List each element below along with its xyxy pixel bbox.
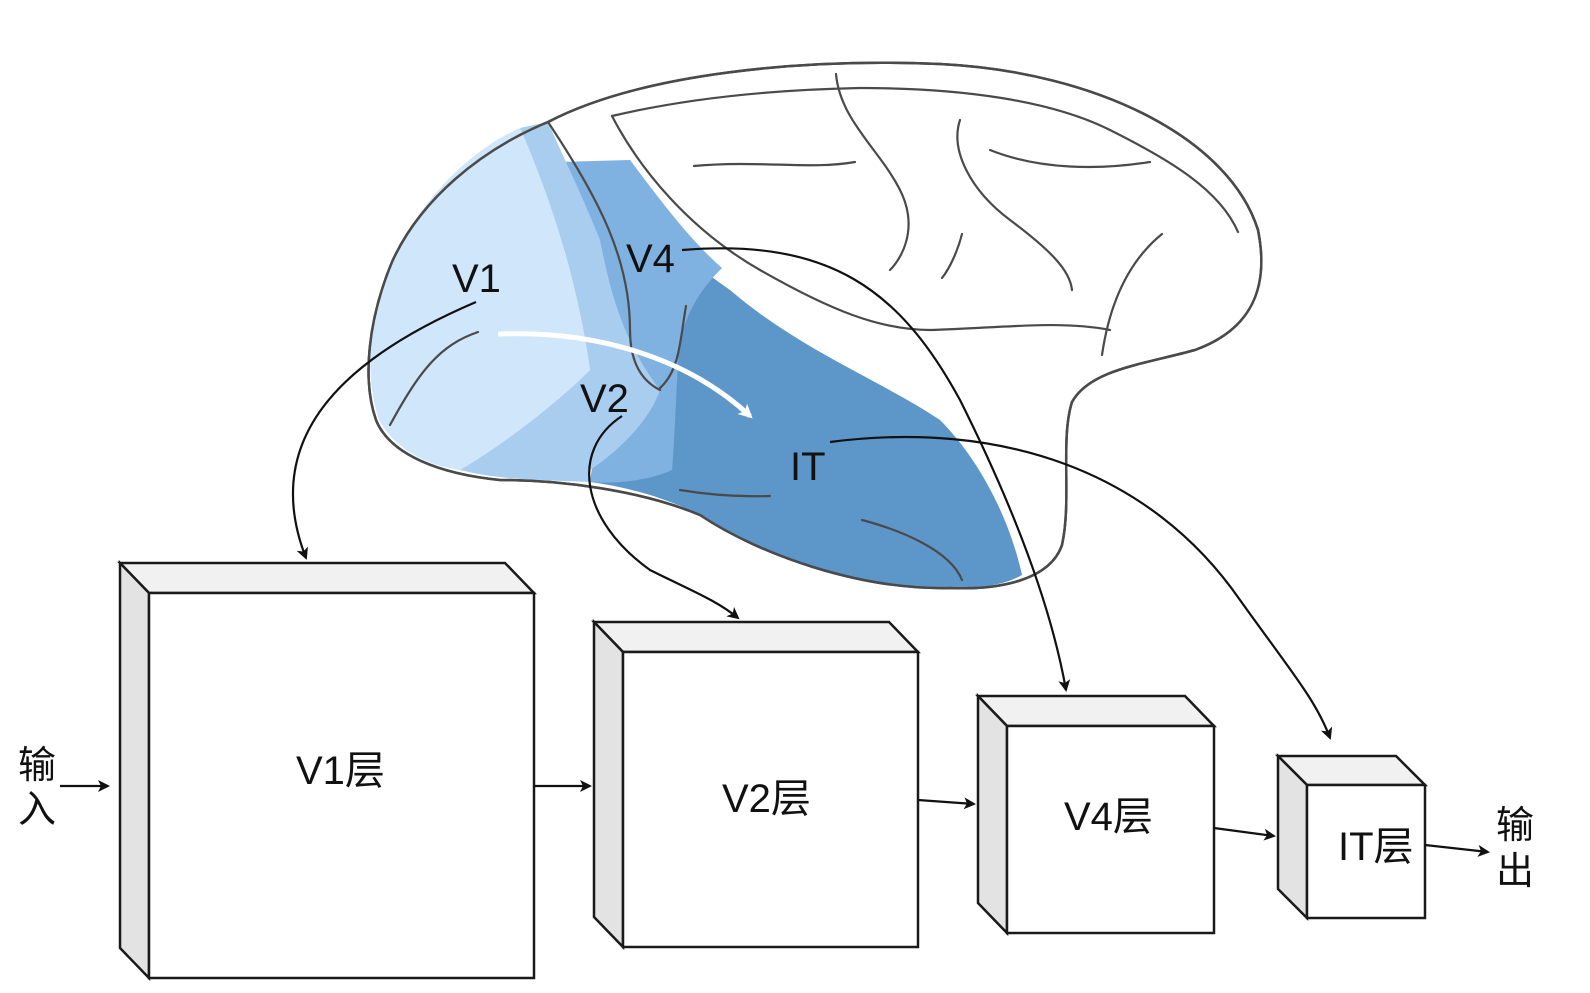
v4-it-arrow <box>1213 826 1276 841</box>
v1-layer-label: V1层 <box>296 749 385 793</box>
v4-box-side <box>976 692 1009 937</box>
v1-box-top <box>117 561 537 595</box>
v2-v4-arrow <box>917 797 976 810</box>
v1-to-layer-arrow <box>291 300 477 560</box>
brain-outline-top <box>367 61 1263 590</box>
output-arrow <box>1424 843 1490 857</box>
v2-layer-label: V2层 <box>722 777 811 821</box>
v2-region <box>460 122 660 482</box>
v1-box-front <box>147 591 536 980</box>
it-layer-box: IT层 <box>1274 752 1429 922</box>
connection-arrows <box>60 247 1490 857</box>
it-box-side <box>1276 752 1309 922</box>
brain-sulci <box>388 72 1240 582</box>
it-to-layer-arrow <box>829 435 1333 740</box>
v4-box-top <box>975 694 1217 728</box>
v1-layer-box: V1层 <box>117 559 537 982</box>
it-region-label: IT <box>790 445 826 489</box>
output-label-line1: 输 <box>1496 805 1534 847</box>
output-label-line2: 出 <box>1496 851 1534 893</box>
v2-layer-box: V2层 <box>591 618 921 951</box>
v2-box-top <box>591 620 921 654</box>
v2-region-label: V2 <box>580 377 629 421</box>
input-label-line1: 输 <box>18 745 56 787</box>
v4-box-front <box>1005 724 1216 935</box>
v1-box-side <box>118 559 151 982</box>
v2-box-side <box>592 618 625 951</box>
brain-illustration: V1 V4 V2 IT <box>367 61 1263 590</box>
v1-region-label: V1 <box>452 257 501 301</box>
v2-box-front <box>621 650 920 949</box>
input-label-line2: 入 <box>18 789 56 831</box>
v4-layer-label: V4层 <box>1064 795 1153 839</box>
v4-layer-box: V4层 <box>975 692 1217 937</box>
ventral-flow-arrow <box>497 331 753 419</box>
v4-region-label: V4 <box>626 237 675 281</box>
v2-to-layer-arrow <box>588 415 740 620</box>
v4-to-layer-arrow <box>681 247 1071 692</box>
v1-region <box>370 128 590 470</box>
it-box-front <box>1305 783 1427 920</box>
it-layer-label: IT层 <box>1338 825 1414 869</box>
